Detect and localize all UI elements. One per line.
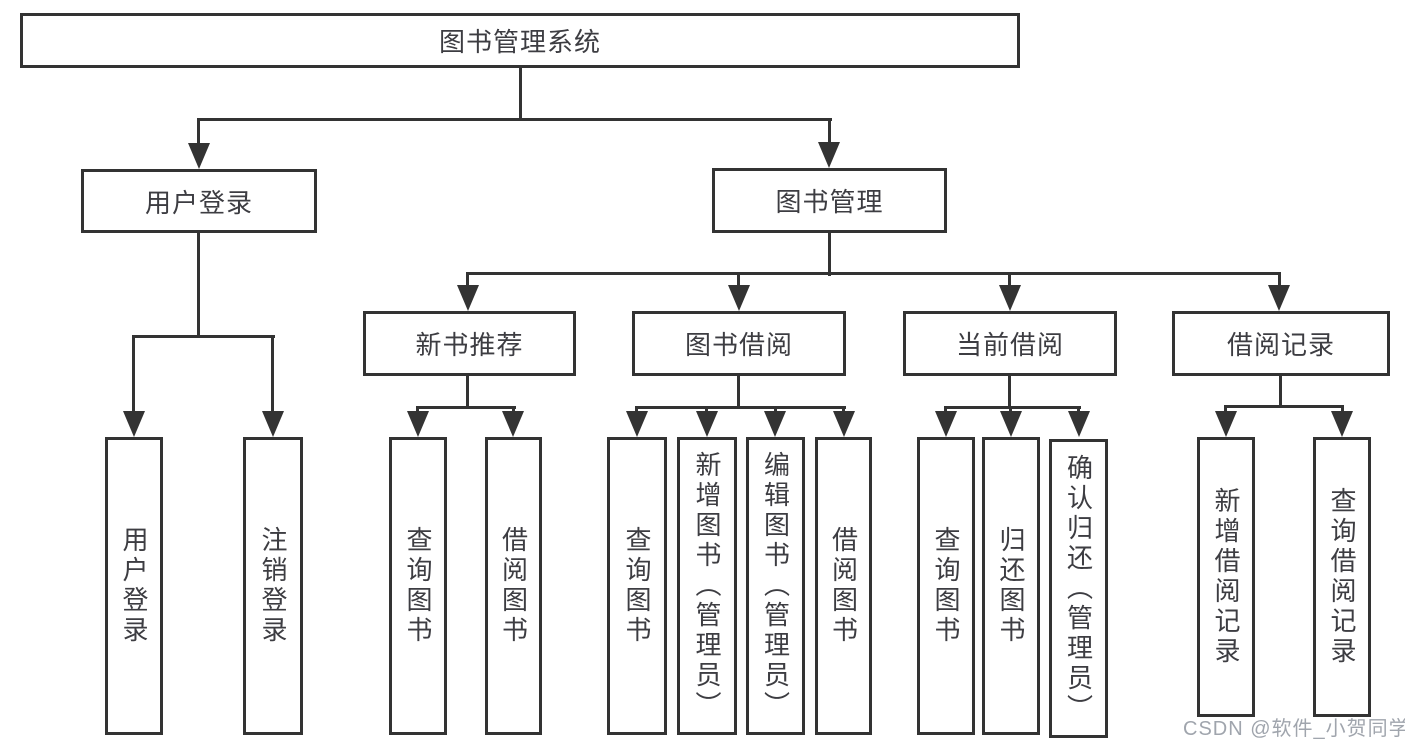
node-current-borrowing: 当前借阅 <box>903 311 1117 376</box>
arrowhead-down-icon <box>502 411 524 437</box>
node-borrowing-records: 借阅记录 <box>1172 311 1390 376</box>
connector-line <box>197 118 200 145</box>
connector-line <box>1224 405 1227 413</box>
connector-line <box>466 272 469 287</box>
node-label: 查询图书 <box>403 526 433 646</box>
node-label: 用户登录 <box>119 526 149 646</box>
node-query-books-borrowing: 查询图书 <box>607 437 667 735</box>
connector-line <box>1224 405 1344 408</box>
node-label: 查询借阅记录 <box>1327 487 1357 667</box>
connector-line <box>944 406 1081 409</box>
arrowhead-down-icon <box>696 411 718 437</box>
node-label: 图书借阅 <box>684 330 793 360</box>
node-add-borrow-record: 新增借阅记录 <box>1197 437 1255 717</box>
connector-line <box>1077 406 1080 413</box>
connector-line <box>519 67 522 120</box>
node-library-management-system: 图书管理系统 <box>20 13 1020 68</box>
arrowhead-down-icon <box>935 411 957 437</box>
node-query-books-recommend: 查询图书 <box>389 437 447 735</box>
arrowhead-down-icon <box>123 411 145 437</box>
connector-line <box>416 406 419 413</box>
arrowhead-down-icon <box>1331 411 1353 437</box>
node-new-book-recommendation: 新书推荐 <box>363 311 576 376</box>
connector-line <box>828 118 831 144</box>
arrowhead-down-icon <box>626 411 648 437</box>
node-label: 编辑图书（管理员） <box>760 451 791 721</box>
connector-line <box>737 272 740 287</box>
connector-line <box>197 232 200 338</box>
arrowhead-down-icon <box>457 285 479 311</box>
arrowhead-down-icon <box>262 411 284 437</box>
connector-line <box>466 374 469 409</box>
node-label: 用户登录 <box>144 187 253 218</box>
connector-line <box>635 406 638 413</box>
arrowhead-down-icon <box>1000 411 1022 437</box>
node-label: 借阅记录 <box>1226 330 1335 360</box>
connector-line <box>1279 374 1282 407</box>
arrowhead-down-icon <box>407 411 429 437</box>
node-query-books-current: 查询图书 <box>917 437 975 735</box>
connector-line <box>1341 405 1344 413</box>
connector-line <box>466 272 1281 275</box>
arrowhead-down-icon <box>764 411 786 437</box>
node-borrow-books-recommend: 借阅图书 <box>485 437 542 735</box>
node-label: 查询图书 <box>622 526 652 646</box>
node-add-books-admin: 新增图书（管理员） <box>677 437 737 735</box>
node-logout-login: 注销登录 <box>243 437 303 735</box>
node-label: 新书推荐 <box>415 330 524 360</box>
node-label: 确认归还（管理员） <box>1063 453 1094 724</box>
connector-line <box>1008 272 1011 287</box>
connector-line <box>1278 272 1281 287</box>
connector-line <box>1008 374 1011 408</box>
node-label: 当前借阅 <box>955 330 1064 360</box>
connector-line <box>737 374 740 408</box>
node-label: 图书管理系统 <box>438 27 601 57</box>
node-book-management: 图书管理 <box>712 168 947 233</box>
node-borrow-books-borrowing: 借阅图书 <box>815 437 872 735</box>
node-confirm-return-admin: 确认归还（管理员） <box>1049 439 1108 738</box>
connector-line <box>416 406 516 409</box>
connector-line <box>271 335 274 413</box>
arrowhead-down-icon <box>1215 411 1237 437</box>
node-book-borrowing: 图书借阅 <box>632 311 846 376</box>
arrowhead-down-icon <box>833 411 855 437</box>
node-user-login-branch: 用户登录 <box>81 169 317 233</box>
connector-line <box>132 335 135 413</box>
node-label: 新增图书（管理员） <box>692 451 722 721</box>
connector-line <box>828 232 831 276</box>
connector-line <box>132 335 275 338</box>
node-label: 注销登录 <box>258 526 288 646</box>
node-user-login: 用户登录 <box>105 437 163 735</box>
connector-line <box>705 406 708 413</box>
connector-line <box>635 406 846 409</box>
node-query-borrow-record: 查询借阅记录 <box>1313 437 1371 717</box>
node-label: 借阅图书 <box>828 526 859 646</box>
connector-line <box>842 406 845 413</box>
arrowhead-down-icon <box>1268 285 1290 311</box>
arrowhead-down-icon <box>188 143 210 169</box>
node-label: 图书管理 <box>775 187 884 217</box>
arrowhead-down-icon <box>999 285 1021 311</box>
node-label: 归还图书 <box>996 526 1026 646</box>
connector-line <box>197 118 832 121</box>
connector-line <box>774 406 777 413</box>
node-label: 借阅图书 <box>498 526 529 646</box>
watermark: CSDN @软件_小贺同学 <box>1183 718 1405 740</box>
arrowhead-down-icon <box>1068 411 1090 437</box>
node-label: 查询图书 <box>931 526 961 646</box>
node-return-books: 归还图书 <box>982 437 1040 735</box>
connector-line <box>512 406 515 413</box>
connector-line <box>944 406 947 413</box>
connector-line <box>1009 406 1012 413</box>
node-edit-books-admin: 编辑图书（管理员） <box>746 437 805 735</box>
node-label: 新增借阅记录 <box>1211 487 1241 667</box>
arrowhead-down-icon <box>818 142 840 168</box>
arrowhead-down-icon <box>728 285 750 311</box>
